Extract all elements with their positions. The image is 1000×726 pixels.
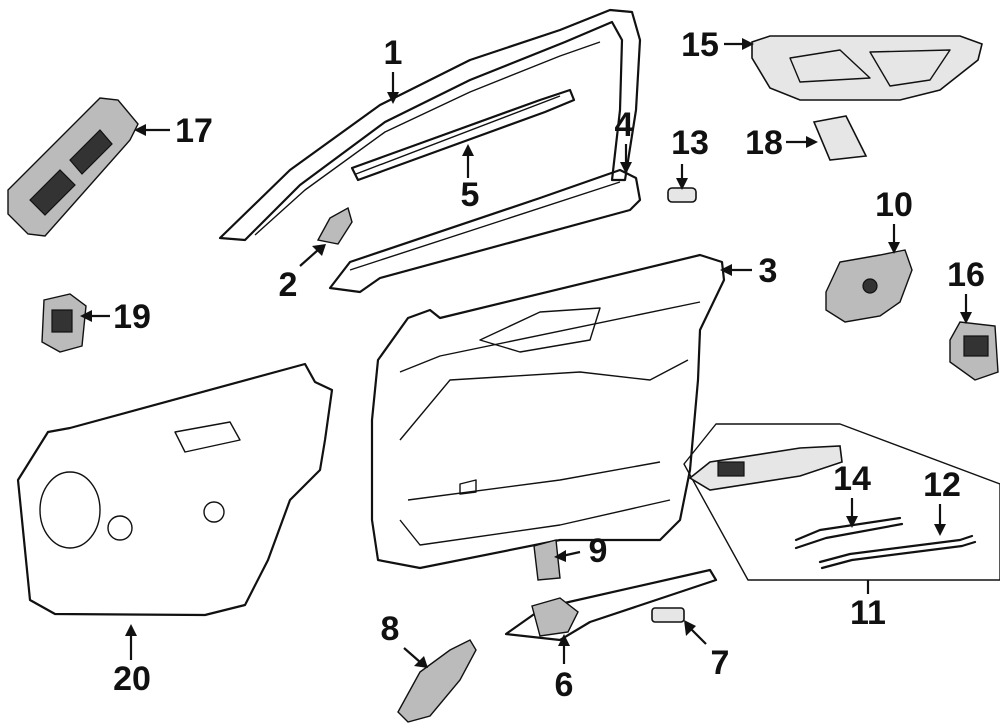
- callout-3: 3: [759, 252, 778, 290]
- callout-14: 14: [833, 460, 871, 498]
- callout-6: 6: [555, 666, 574, 704]
- part-10-lock-actuator[interactable]: [825, 249, 913, 323]
- part-5-belt-weatherstrip[interactable]: [350, 88, 576, 182]
- callout-16: 16: [947, 256, 985, 294]
- callout-9: 9: [589, 532, 608, 570]
- part-8-bracket[interactable]: [397, 639, 477, 723]
- part-9-clip[interactable]: [533, 539, 561, 581]
- part-4-belt-molding[interactable]: [328, 168, 642, 294]
- part-7-clip[interactable]: [651, 607, 685, 623]
- callout-19: 19: [113, 298, 151, 336]
- part-11-inside-handle[interactable]: [688, 445, 843, 491]
- part-6-armrest-trim[interactable]: [504, 568, 718, 642]
- part-2-mirror-patch[interactable]: [316, 206, 353, 245]
- callout-17: 17: [175, 112, 213, 150]
- callout-5: 5: [461, 176, 480, 214]
- callout-labels: 1 2 3 4 5 6 7 8 9 10 11 12 13 14 15 16 1…: [113, 26, 985, 704]
- part-12-cable[interactable]: [818, 534, 977, 570]
- callout-12: 12: [923, 466, 961, 504]
- callout-4: 4: [615, 106, 634, 144]
- part-3-door-trim-panel[interactable]: [370, 253, 726, 570]
- part-15-handle-bezel[interactable]: [751, 35, 983, 101]
- part-17-window-switch[interactable]: [7, 97, 139, 237]
- part-16-switch[interactable]: [949, 321, 999, 381]
- callout-1: 1: [384, 34, 403, 72]
- part-14-cable[interactable]: [794, 516, 904, 550]
- part-13-clip[interactable]: [667, 187, 697, 203]
- callout-20: 20: [113, 660, 151, 698]
- callout-8: 8: [381, 610, 400, 648]
- callout-15: 15: [681, 26, 719, 64]
- part-19-switch[interactable]: [41, 293, 87, 353]
- callout-11: 11: [850, 594, 886, 632]
- leader-lines: [80, 38, 972, 668]
- part-1-window-frame-molding[interactable]: [218, 8, 642, 242]
- callout-10: 10: [875, 186, 913, 224]
- part-11-group-box: [683, 423, 1000, 581]
- callout-13: 13: [671, 124, 709, 162]
- callout-7: 7: [711, 644, 730, 682]
- part-20-water-shield[interactable]: [16, 362, 334, 617]
- callout-18: 18: [745, 124, 783, 162]
- part-18-switch-cover[interactable]: [812, 115, 868, 161]
- callout-2: 2: [279, 266, 298, 304]
